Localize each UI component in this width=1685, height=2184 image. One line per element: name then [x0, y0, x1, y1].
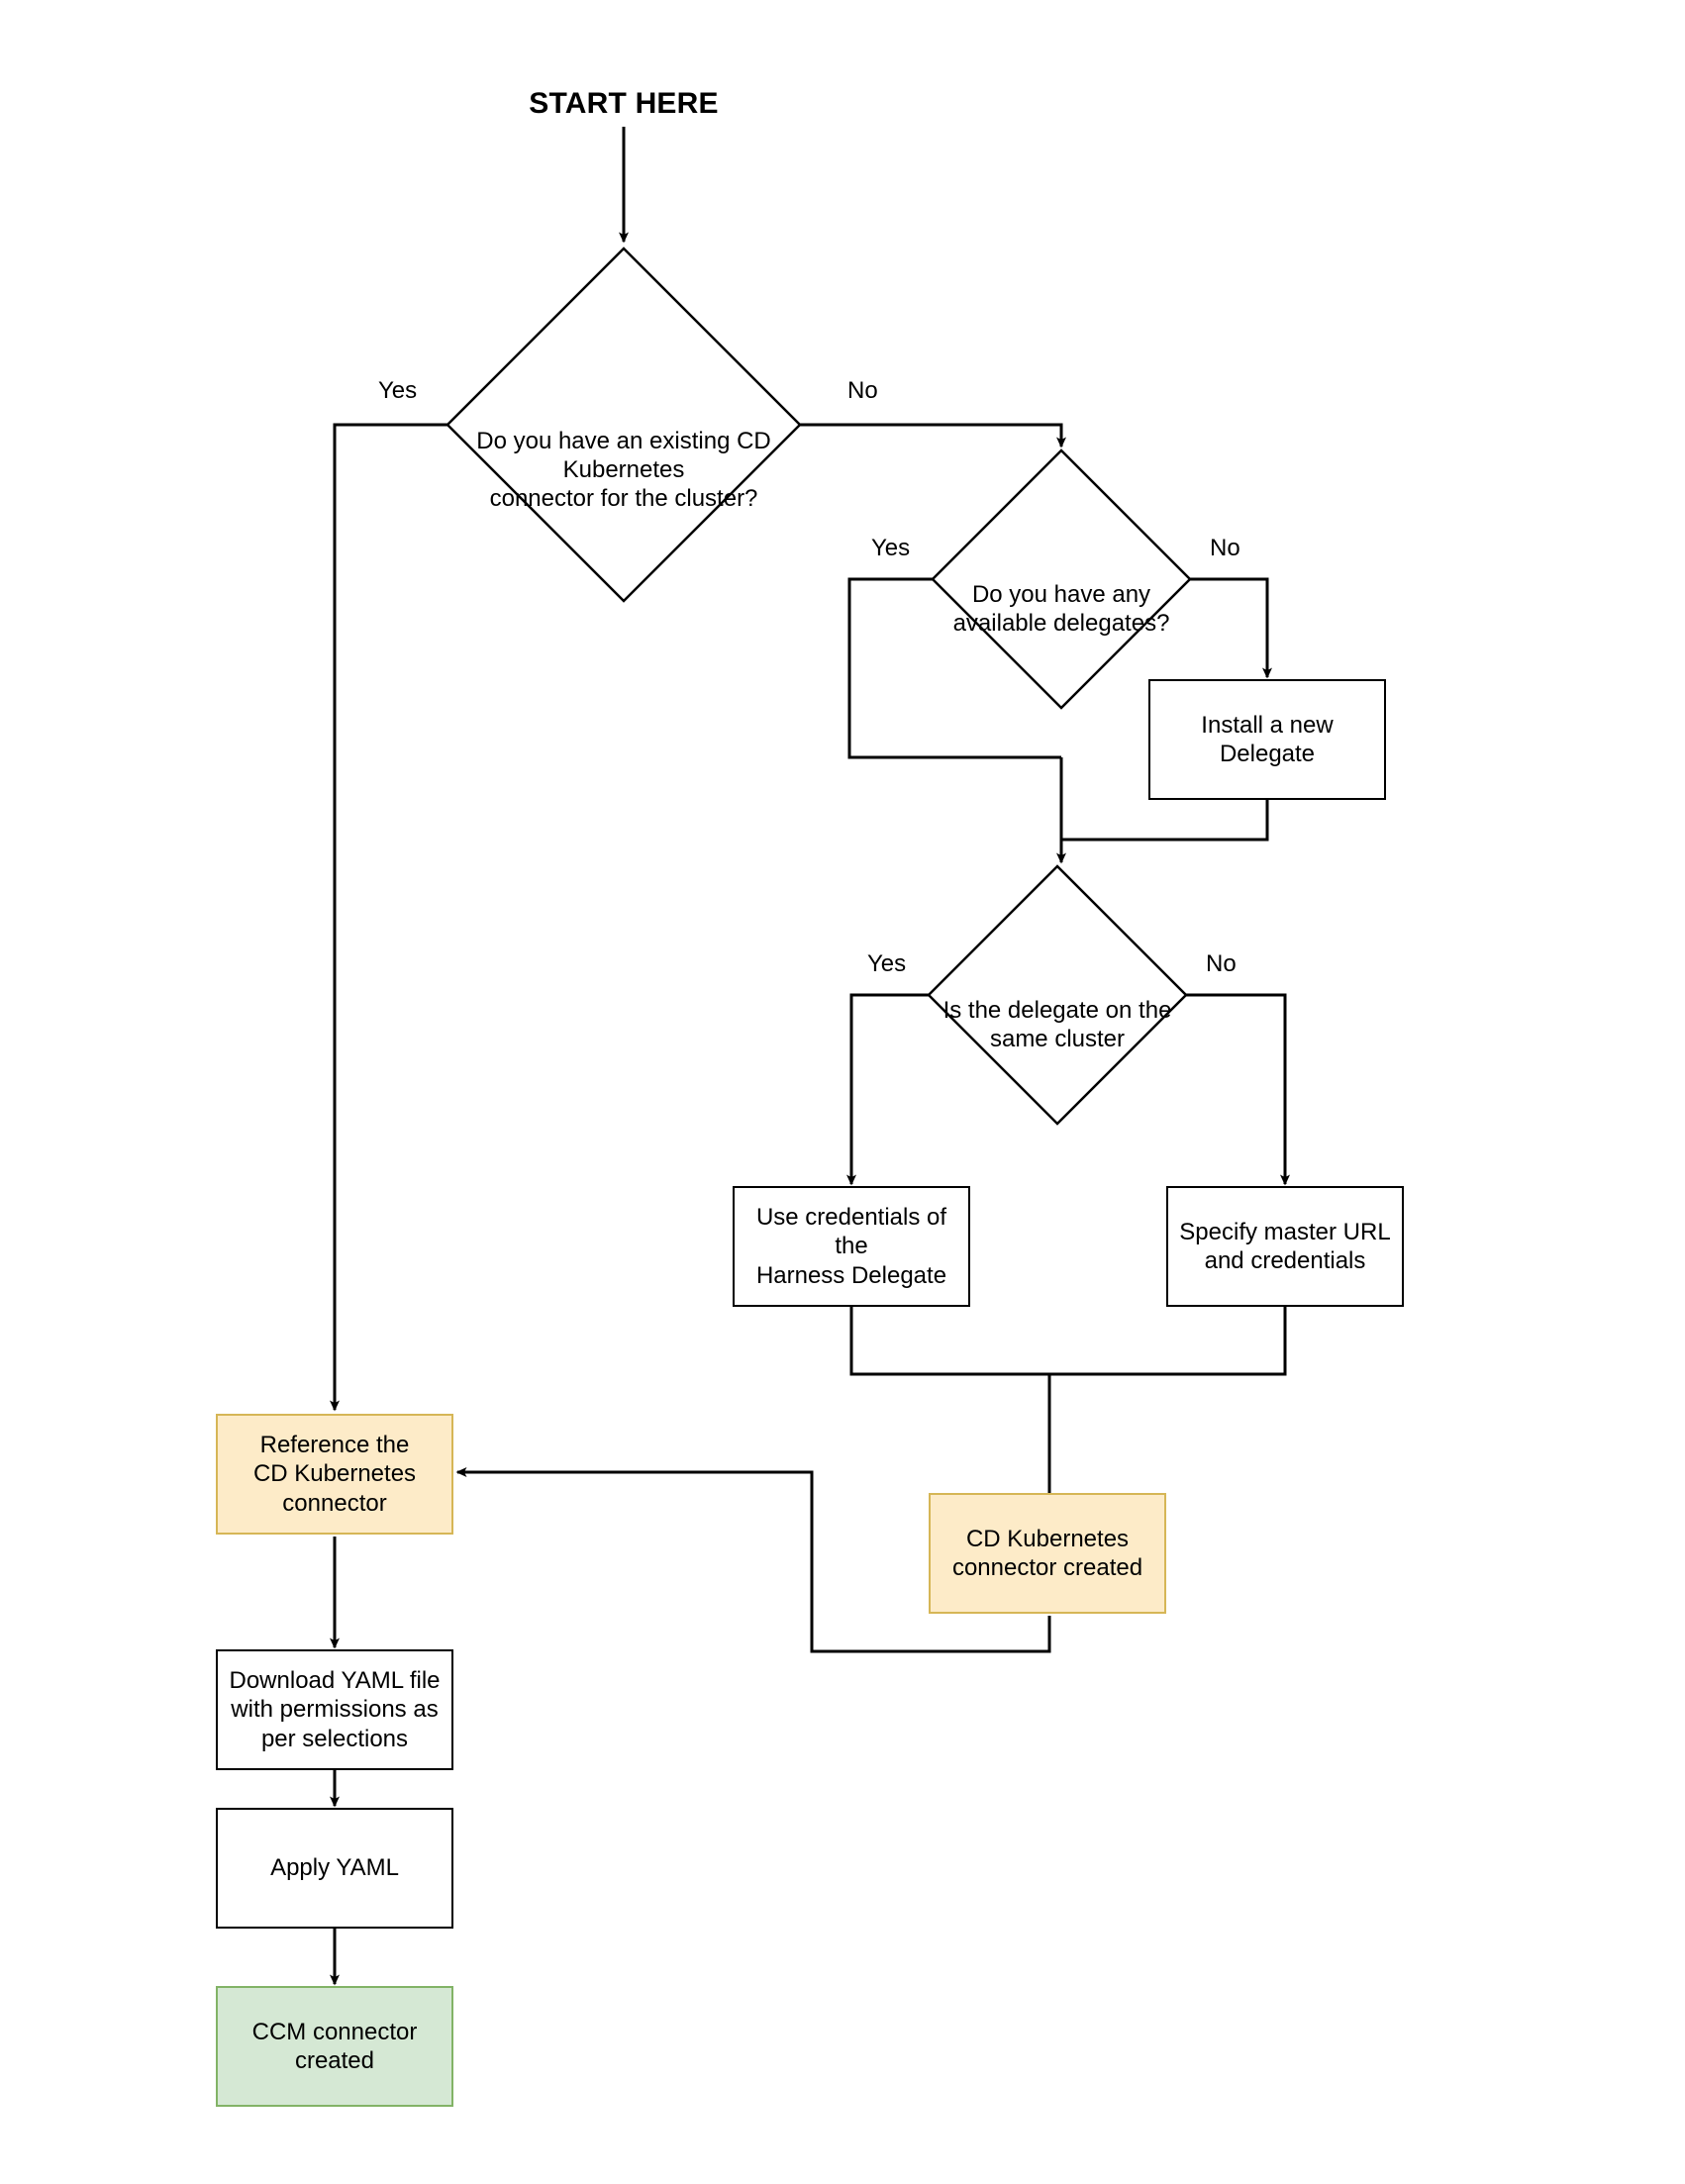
edge-d2-no-to-install — [1190, 577, 1272, 679]
process-ccm-line1: CCM connector — [251, 2018, 418, 2045]
process-reference-line2: CD Kubernetes — [252, 1460, 417, 1488]
edge-label-d2-no: No — [1210, 535, 1240, 561]
process-download-line1: Download YAML file — [229, 1667, 441, 1695]
edge-master-join — [1049, 1307, 1287, 1376]
process-cdcreated-line1: CD Kubernetes — [965, 1525, 1130, 1552]
process-reference-line1: Reference the — [259, 1432, 410, 1459]
edge-d3-yes-to-creds — [846, 993, 929, 1186]
process-apply-yaml[interactable]: Apply YAML — [216, 1808, 453, 1929]
decision-d3-shape — [927, 864, 1188, 1126]
process-use-harness-delegate-credentials[interactable]: Use credentials of the Harness Delegate — [733, 1186, 970, 1307]
process-install-line2: Delegate — [1219, 741, 1316, 767]
process-cd-kubernetes-connector-created[interactable]: CD Kubernetes connector created — [929, 1493, 1166, 1614]
process-apply-line1: Apply YAML — [270, 1854, 399, 1882]
process-install-new-delegate[interactable]: Install a new Delegate — [1148, 679, 1386, 800]
edge-d1-no-to-d2 — [800, 423, 1066, 448]
process-download-yaml[interactable]: Download YAML file with permissions as p… — [216, 1649, 453, 1770]
decision-d1-shape — [446, 247, 802, 603]
process-master-line2: and credentials — [1204, 1247, 1366, 1274]
process-install-line1: Install a new — [1201, 711, 1334, 739]
edge-cdcreated-to-reference — [455, 1467, 1051, 1653]
process-specify-master-url[interactable]: Specify master URL and credentials — [1166, 1186, 1404, 1307]
process-ccm-connector-created[interactable]: CCM connector created — [216, 1986, 453, 2107]
process-download-line2: with permissions as — [231, 1696, 439, 1724]
edge-label-d3-no: No — [1206, 950, 1237, 977]
edge-d1-yes-to-reference — [330, 423, 447, 1412]
process-master-line1: Specify master URL — [1179, 1218, 1391, 1245]
edge-install-to-merge — [1061, 800, 1269, 842]
process-creds-line2: Harness Delegate — [755, 1261, 947, 1289]
process-download-line3: per selections — [260, 1725, 409, 1752]
edge-d2-yes-to-merge — [847, 577, 1061, 759]
edge-label-d3-yes: Yes — [867, 950, 907, 977]
edge-d3-no-to-master — [1186, 993, 1290, 1186]
decision-d2-shape — [931, 448, 1192, 710]
edge-creds-join — [849, 1307, 1049, 1376]
edge-label-d2-yes: Yes — [871, 535, 911, 561]
process-reference-cd-kubernetes-connector[interactable]: Reference the CD Kubernetes connector — [216, 1414, 453, 1535]
edge-label-d1-yes: Yes — [378, 377, 418, 404]
edge-label-d1-no: No — [847, 377, 878, 404]
page-title: START HERE — [529, 87, 719, 120]
process-creds-line1: Use credentials of the — [755, 1204, 947, 1260]
process-reference-line3: connector — [282, 1489, 387, 1517]
process-ccm-line2: created — [294, 2047, 375, 2074]
process-cdcreated-line2: connector created — [951, 1554, 1143, 1581]
